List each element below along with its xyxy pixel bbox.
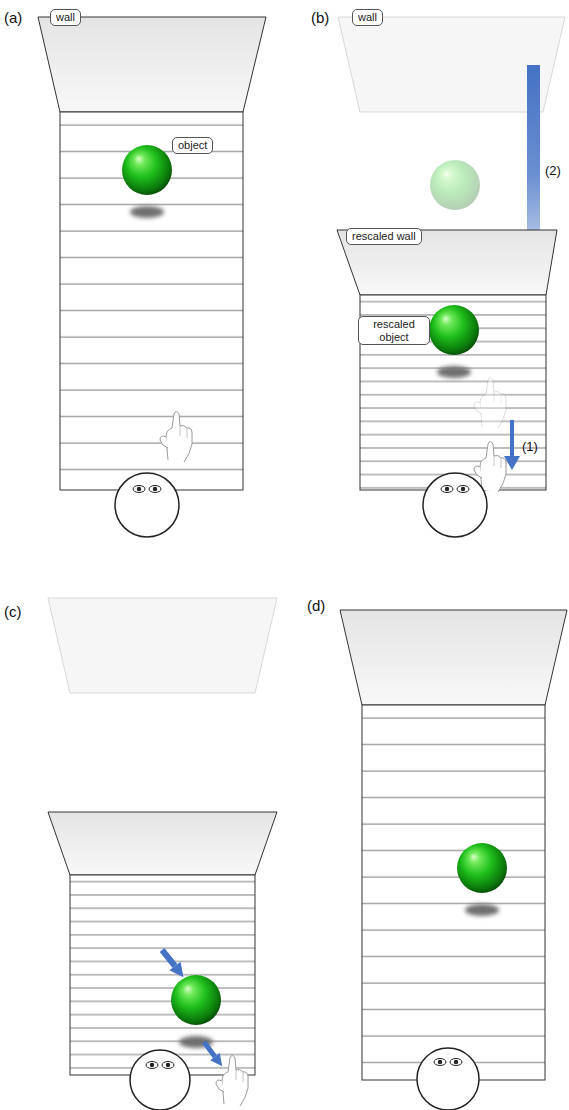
faded-wall xyxy=(48,598,277,693)
sphere xyxy=(171,975,221,1025)
panel-label: (a) xyxy=(4,10,22,25)
hand xyxy=(160,412,192,463)
panel-label: (c) xyxy=(4,604,22,619)
floor xyxy=(362,705,545,1080)
panel-label: (b) xyxy=(311,10,329,25)
shadow xyxy=(465,904,499,916)
label-box: rescaled wall xyxy=(346,228,422,245)
sphere xyxy=(429,305,479,355)
head xyxy=(130,1050,190,1110)
faded-sphere xyxy=(430,160,480,210)
label-text: object xyxy=(178,139,207,152)
sphere xyxy=(457,843,507,893)
wall-shape xyxy=(340,610,567,705)
label-text: wall xyxy=(56,11,75,24)
callout-number: (2) xyxy=(545,164,561,177)
floor xyxy=(360,295,546,490)
label-box: rescaled object xyxy=(358,316,430,345)
arrow-head xyxy=(210,1053,222,1066)
panel-d xyxy=(340,610,567,1110)
eyes xyxy=(133,486,161,493)
label-box: wall xyxy=(352,9,383,26)
panel-label: (d) xyxy=(307,598,325,613)
eyes xyxy=(146,1062,174,1069)
label-box: object xyxy=(172,137,213,154)
eyes xyxy=(434,1059,462,1066)
shadow xyxy=(130,206,164,218)
label-text: rescaled object xyxy=(364,318,424,343)
label-text: wall xyxy=(358,11,377,24)
hand xyxy=(216,1056,248,1107)
faded-hand xyxy=(474,378,506,429)
eyes xyxy=(441,486,469,493)
arrow-head xyxy=(169,962,183,977)
rescaled-wall-shape xyxy=(48,812,277,875)
rescaled-wall-shape xyxy=(337,230,557,295)
floor xyxy=(70,875,255,1075)
small-arrow xyxy=(510,420,514,458)
panel-b xyxy=(337,17,565,537)
shadow xyxy=(437,366,471,378)
panel-a xyxy=(38,17,266,537)
sphere xyxy=(122,145,172,195)
panel-c xyxy=(48,598,277,1110)
diagonal-arrow xyxy=(204,1042,215,1057)
label-box: wall xyxy=(50,9,81,26)
callout-number: (1) xyxy=(522,440,538,453)
head xyxy=(417,1048,479,1110)
diagonal-arrow xyxy=(162,950,175,966)
arrow-head xyxy=(504,456,520,470)
floor xyxy=(60,112,243,490)
head xyxy=(115,473,179,537)
wall-shape xyxy=(38,17,266,112)
label-text: rescaled wall xyxy=(352,230,416,243)
head xyxy=(423,473,487,537)
